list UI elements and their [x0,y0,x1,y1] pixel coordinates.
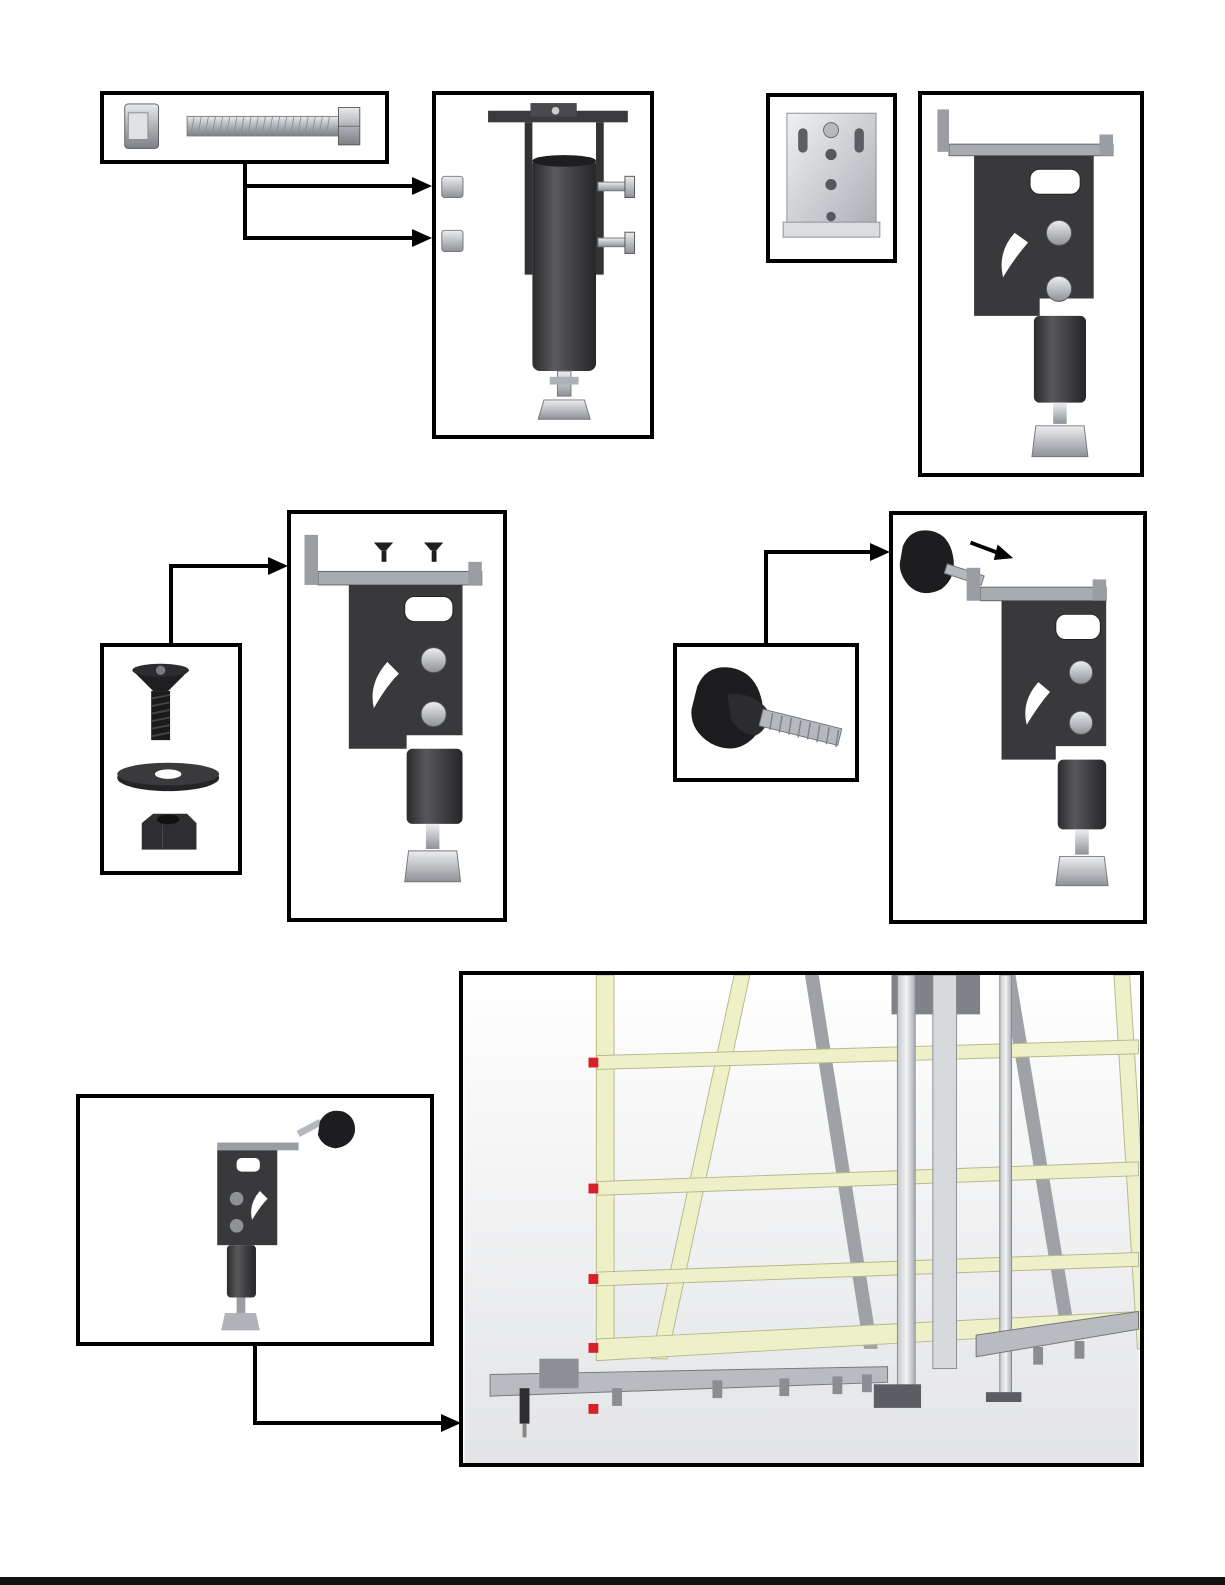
flange-nut-icon [125,104,159,149]
arrow-right-icon [971,543,1014,560]
knob-icon [297,1111,355,1149]
leg-assembled-illustration [922,95,1140,473]
washer-icon [117,763,219,791]
leg-with-flat-screws-panel [287,510,507,922]
leveling-foot [538,371,590,419]
knob-illustration [677,647,855,778]
page-bottom-rule [0,1577,1225,1585]
leg-with-screws-illustration [291,514,503,918]
bolt-and-nut-illustration [104,95,385,160]
arrow-right-icon [441,1414,461,1432]
bolt-icon [187,107,360,144]
hex-nut-icon [142,814,197,850]
screw-washer-nut-illustration [104,647,238,871]
leg-bracket [488,103,628,371]
leg-exploded-illustration [436,95,650,435]
flat-head-screw-icon [374,543,443,562]
leg-with-knob-illustration [893,515,1143,920]
arrow-right-icon [412,177,432,195]
bolt-and-nut-parts-panel [100,91,389,164]
arrow-right-icon [870,543,890,561]
mounting-plate-illustration [770,97,893,259]
flange-nut-icon [442,176,463,251]
knob-part-panel [673,643,859,782]
knob-icon [691,667,841,748]
leg-with-knob-panel [889,511,1147,924]
screw-washer-nut-panel [100,643,242,875]
leg-assembled-panel [918,91,1144,477]
leg-assembly-small-panel [76,1094,434,1346]
arrow-right-icon [412,229,432,247]
panel-saw-frame-panel [459,971,1144,1467]
panel-saw-frame-illustration [463,975,1140,1463]
leg-assembly-small-illustration [80,1098,430,1342]
mounting-plate-panel [766,93,897,263]
leg-with-bolts-exploded-panel [432,91,654,439]
arrow-right-icon [268,557,288,575]
flat-head-screw-icon [132,664,189,740]
